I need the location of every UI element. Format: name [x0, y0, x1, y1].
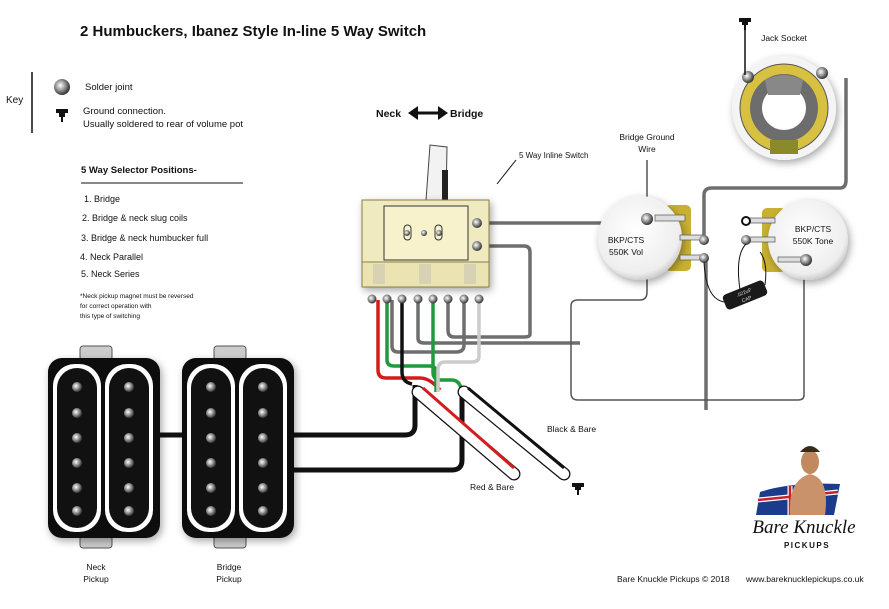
volume-pot: BKP/CTS 550K Vol	[598, 196, 709, 280]
selector-heading: 5 Way Selector Positions-	[81, 165, 197, 176]
wire-vol-to-jack	[702, 78, 848, 240]
red-bare-label: Red & Bare	[470, 482, 514, 492]
black-bare-label: Black & Bare	[547, 424, 596, 434]
selector-position: 4. Neck Parallel	[80, 252, 143, 262]
solder-joint-icon	[741, 235, 751, 245]
direction-indicator: Neck Bridge	[376, 106, 483, 120]
ground-icon	[572, 483, 584, 495]
bridge-pickup-label-2: Pickup	[216, 574, 242, 584]
cap-label-2: CAP	[741, 295, 753, 305]
cap-label-1: .022uF	[736, 287, 753, 298]
switch-pointer	[496, 159, 517, 185]
page-title: 2 Humbuckers, Ibanez Style In-line 5 Way…	[80, 23, 426, 40]
ground-icon	[56, 109, 68, 122]
bridge-ground-label-2: Wire	[638, 144, 656, 154]
wire-bridge-ground	[570, 160, 805, 401]
cable-black-bare	[457, 385, 571, 481]
wire-red	[376, 300, 442, 392]
bridge-pickup-cable	[290, 390, 465, 473]
wire-black-switch	[400, 300, 413, 386]
key-ground-line1: Ground connection.	[83, 106, 166, 117]
pole-pieces	[72, 382, 134, 516]
solder-joint-icon	[54, 79, 70, 95]
wire-white	[436, 300, 481, 392]
selector-positions: 5 Way Selector Positions- 1. Bridge 2. B…	[80, 165, 243, 320]
neck-pickup	[48, 345, 160, 549]
tone-pot: BKP/CTS 550K Tone	[741, 200, 848, 280]
wire-green-1	[385, 300, 438, 392]
cap-leads	[703, 243, 767, 303]
double-arrow-icon	[408, 106, 448, 120]
vol-pot-label-1: BKP/CTS	[608, 235, 645, 245]
tone-pot-label-1: BKP/CTS	[795, 224, 832, 234]
selector-position: 3. Bridge & neck humbucker full	[81, 233, 208, 243]
key-ground-line2: Usually soldered to rear of volume pot	[83, 119, 243, 130]
cable-red-bare	[411, 385, 521, 481]
neck-pickup-cable	[160, 385, 418, 438]
five-way-switch	[361, 144, 490, 304]
solder-joint-icon	[472, 218, 482, 228]
selector-note: this type of switching	[80, 313, 140, 320]
wire-switch-gray-a	[416, 300, 580, 345]
jack-label: Jack Socket	[761, 33, 807, 43]
solder-joint-icon	[472, 241, 482, 251]
tone-pot-label-2: 550K Tone	[793, 236, 834, 246]
key-label: Key	[6, 95, 23, 106]
bridge-pickup-label-1: Bridge	[217, 562, 242, 572]
key-legend: Key Solder joint Ground connection. Usua…	[6, 72, 243, 133]
solder-joint-icon	[641, 213, 653, 225]
footer-url[interactable]: www.bareknucklepickups.co.uk	[745, 574, 864, 584]
solder-joint-icon	[699, 235, 709, 245]
wires-gray	[390, 78, 848, 410]
vol-pot-label-2: 550K Vol	[609, 247, 643, 257]
bare-knuckle-logo: Bare Knuckle PICKUPS	[752, 446, 856, 550]
jack-socket	[732, 56, 836, 160]
solder-joint-icon	[816, 67, 828, 79]
direction-neck: Neck	[376, 108, 401, 120]
logo-name: Bare Knuckle	[752, 517, 855, 538]
footer-copyright: Bare Knuckle Pickups © 2018	[617, 574, 730, 584]
bridge-ground-label-1: Bridge Ground	[619, 132, 675, 142]
switch-lugs	[367, 294, 484, 304]
selector-note: for correct operation with	[80, 303, 152, 310]
wire-switch-loop	[446, 244, 532, 339]
direction-bridge: Bridge	[450, 108, 483, 120]
ground-icon	[739, 18, 751, 30]
selector-position: 5. Neck Series	[81, 269, 140, 279]
wire-green-2	[431, 300, 464, 393]
capacitor: .022uF CAP	[722, 280, 768, 310]
solder-joint-icon	[742, 71, 754, 83]
logo-sub: PICKUPS	[784, 541, 830, 550]
bridge-pickup	[182, 345, 294, 549]
selector-note: *Neck pickup magnet must be reversed	[80, 293, 194, 300]
solder-joint-icon	[800, 254, 812, 266]
neck-pickup-label-2: Pickup	[83, 574, 109, 584]
neck-pickup-label-1: Neck	[86, 562, 106, 572]
solder-joint-icon	[699, 253, 709, 263]
pole-pieces	[206, 382, 268, 516]
key-solder-joint: Solder joint	[85, 82, 133, 93]
selector-position: 1. Bridge	[84, 194, 120, 204]
selector-position: 2. Bridge & neck slug coils	[82, 213, 188, 223]
wire-switch-gray-b	[390, 300, 466, 354]
switch-label: 5 Way Inline Switch	[519, 151, 589, 160]
